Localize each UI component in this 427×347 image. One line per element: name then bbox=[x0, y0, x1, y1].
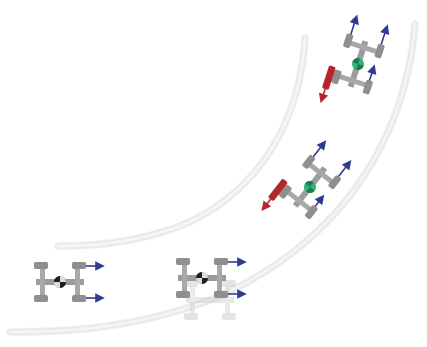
wheel-front-right bbox=[72, 295, 86, 302]
wheel-front-right bbox=[214, 291, 228, 298]
rear-force-arrow bbox=[261, 179, 288, 211]
wheel-front-left bbox=[343, 33, 354, 49]
wheel-rear-left bbox=[34, 262, 48, 269]
wheel-rear-left bbox=[176, 258, 190, 265]
wheel-front-right bbox=[374, 43, 385, 59]
vehicle-bottom-left bbox=[34, 261, 105, 303]
vehicle-middle bbox=[261, 140, 352, 219]
wheel-velocity-arrows bbox=[349, 14, 390, 81]
wheel-front-left bbox=[302, 155, 315, 169]
wheel-velocity-arrows bbox=[228, 257, 247, 299]
track-inner-edge bbox=[54, 34, 309, 250]
wheel-rear-left bbox=[279, 184, 292, 199]
wheel-front-left bbox=[214, 258, 228, 265]
vehicle-bottom-center bbox=[176, 257, 247, 299]
wheel-rear-right bbox=[176, 291, 190, 298]
wheel-rear-left bbox=[331, 69, 342, 85]
rear-force-arrow bbox=[318, 65, 336, 104]
track-inner-edge-highlight bbox=[56, 36, 307, 248]
wheel-velocity-arrows bbox=[86, 261, 105, 303]
track-outer-edge-highlight bbox=[8, 22, 417, 334]
track bbox=[6, 20, 419, 336]
vehicle-top bbox=[318, 14, 390, 104]
wheel-velocity-arrows bbox=[312, 140, 352, 207]
vehicle-ghost bbox=[184, 280, 236, 320]
wheel-rear-right bbox=[305, 205, 318, 219]
wheel-rear-right bbox=[362, 79, 373, 95]
wheel-front-left bbox=[72, 262, 86, 269]
wheel-rear-right bbox=[34, 295, 48, 302]
wheel-front-right bbox=[328, 175, 341, 190]
